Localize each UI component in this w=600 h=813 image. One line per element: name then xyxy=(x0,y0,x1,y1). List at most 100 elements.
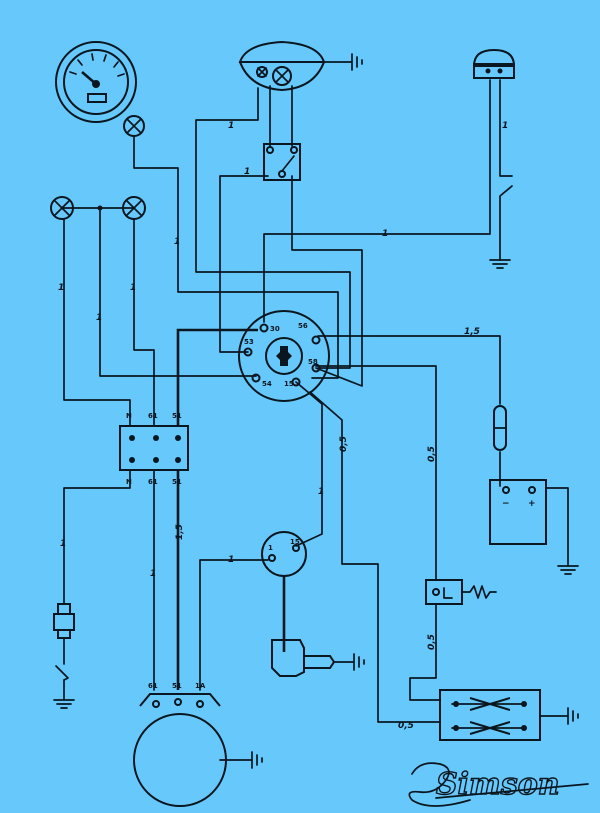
coil-terminal-15: 15 xyxy=(290,538,300,546)
label-regulator-down: 0,5 xyxy=(427,634,437,650)
terminal-30-label: 30 xyxy=(270,325,280,333)
battery-ground-sym xyxy=(557,565,579,575)
indicator-lamps xyxy=(50,196,146,220)
rear-lamp-shell xyxy=(472,48,516,67)
spark-plug-cap xyxy=(271,639,305,677)
rectifier-rails xyxy=(451,703,527,729)
dimmer-switch xyxy=(263,143,301,181)
neutral-switch-top xyxy=(57,603,71,615)
regulator xyxy=(425,579,497,605)
rear-lamp xyxy=(472,48,516,79)
label-headlamp-top: 1 xyxy=(228,121,234,131)
label-cdi-feed: 0,5 xyxy=(339,436,349,452)
ignition-body xyxy=(238,310,330,402)
label-coil-feed: 1 xyxy=(318,487,324,497)
wire-labels: 1 1 1 1 1 1 1 1 1,5 0,5 0,5 1 1 0,5 0,5 … xyxy=(58,121,508,731)
wire-51-to-30 xyxy=(176,328,258,426)
rectifier-diode-2 xyxy=(469,721,511,735)
ignition-switch: 30 56 58 53 54 15 xyxy=(238,310,330,402)
label-battery-feed: 1,5 xyxy=(464,327,480,337)
wire-lamp-left xyxy=(63,219,131,427)
label-coil-1a: 1 xyxy=(228,555,234,565)
lamp-right xyxy=(122,196,146,220)
connector-top-51: 51 xyxy=(172,412,182,420)
connector-bottom-n: N xyxy=(126,478,132,486)
wire-rear-lamp xyxy=(263,79,491,323)
connector-top-61: 61 xyxy=(148,412,158,420)
terminal-58-label: 58 xyxy=(308,358,318,366)
connector-top-n: N xyxy=(126,412,132,420)
neutral-switch-body xyxy=(53,613,75,631)
speedo-lamp xyxy=(123,115,145,137)
odometer xyxy=(87,93,107,103)
headlamp-bulb xyxy=(272,66,292,86)
battery-minus: − xyxy=(502,499,510,509)
headlamp-terminal-1 xyxy=(256,66,268,78)
speedometer-hub xyxy=(92,80,100,88)
headlamp-bowl xyxy=(239,61,325,92)
generator-ground xyxy=(251,751,263,769)
wire-n-switch xyxy=(63,469,131,605)
battery-plus: + xyxy=(528,499,536,509)
label-cross-main: 1 xyxy=(382,229,388,239)
fuse xyxy=(493,405,507,451)
generator-terminal-51: 51 xyxy=(172,682,182,690)
headlamp-ground xyxy=(323,53,363,71)
connector-block: N 61 51 N 61 51 xyxy=(119,412,189,486)
connector-bottom-61: 61 xyxy=(148,478,158,486)
wire-battery-ground xyxy=(545,487,569,567)
ignition-lock xyxy=(265,337,303,375)
speedometer-outer xyxy=(55,41,137,123)
connector-body xyxy=(119,425,189,471)
wire-58-regulator xyxy=(315,365,437,581)
generator-terminal-61: 61 xyxy=(148,682,158,690)
generator-body xyxy=(133,713,227,807)
terminal-15-label: 15 xyxy=(284,380,294,388)
label-neutral-sw: 1 xyxy=(60,539,66,549)
neutral-ground xyxy=(53,679,75,709)
ignition-coil: 1 15 xyxy=(261,531,365,677)
label-left-vertical-3: 1 xyxy=(130,283,136,293)
speedo-lamp-cross xyxy=(126,118,142,134)
dimmer-lever xyxy=(281,155,295,172)
label-to-regulator: 0,5 xyxy=(427,446,437,462)
label-rectifier-feed: 0,5 xyxy=(398,721,414,731)
signature-underline xyxy=(435,783,589,799)
speedometer-ticks xyxy=(69,53,125,77)
wire-regulator-rectifier xyxy=(409,603,441,701)
wire-54-rectifier xyxy=(309,391,441,723)
label-gen-51: 1,5 xyxy=(175,524,185,540)
wire-speedo-lamp xyxy=(133,135,339,379)
connector-bottom-51: 51 xyxy=(172,478,182,486)
speedometer xyxy=(55,41,145,137)
generator: 61 51 1A xyxy=(133,682,263,807)
rectifier-ground xyxy=(567,707,579,725)
label-gen-61: 1 xyxy=(150,569,156,579)
battery: − + xyxy=(489,479,547,545)
neutral-switch-tip xyxy=(57,629,71,639)
coil-terminal-1: 1 xyxy=(268,544,273,552)
label-rear-lamp: 1 xyxy=(502,121,508,131)
rear-lamp-base xyxy=(473,63,515,79)
rear-ground xyxy=(489,259,511,269)
terminal-53-label: 53 xyxy=(244,338,254,346)
wire-coil-1a xyxy=(199,559,269,691)
terminal-56-label: 56 xyxy=(298,322,308,330)
signature-flourish xyxy=(408,762,471,807)
headlamp-shell xyxy=(238,40,326,63)
wire-dimmer-left xyxy=(219,175,269,353)
lamp-junction xyxy=(97,205,103,211)
headlamp xyxy=(238,40,363,181)
spark-plug-ground xyxy=(333,653,365,671)
wire-headlamp-left xyxy=(195,87,351,369)
neutral-switch xyxy=(53,603,75,639)
wire-15-coil xyxy=(295,381,323,547)
wires xyxy=(53,79,579,761)
lamp-left xyxy=(50,196,74,220)
wire-lamp-right xyxy=(133,219,155,427)
rectifier-body xyxy=(439,689,541,741)
regulator-resistor xyxy=(461,585,497,599)
ignition-keyhole xyxy=(276,346,292,366)
wire-battery-feed xyxy=(317,335,501,405)
generator-terminal-block xyxy=(139,693,221,707)
